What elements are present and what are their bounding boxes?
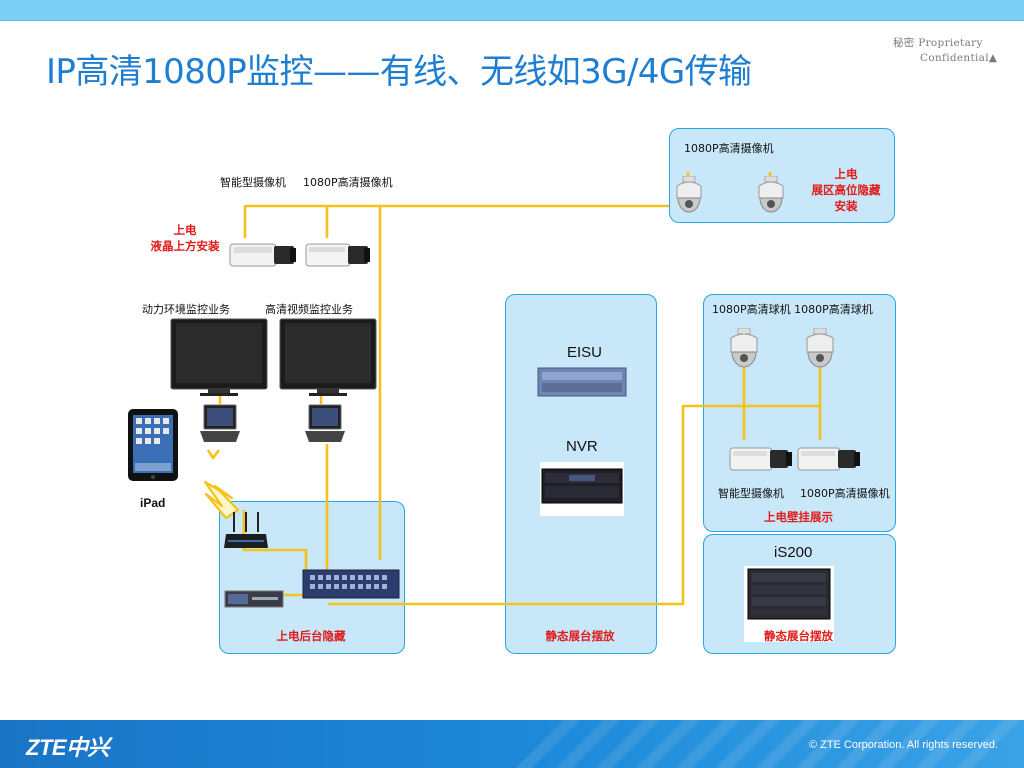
note-power-lcd: 上电 液晶上方安装 — [146, 222, 224, 254]
label-hd-camera: 1080P高清摄像机 — [303, 176, 393, 189]
note-right-static: 静态展台摆放 — [764, 629, 833, 643]
wireless-signal-icon — [203, 480, 240, 520]
box-camera-icon — [729, 447, 792, 471]
cable-camera-top — [243, 204, 669, 238]
cable-router — [242, 510, 308, 575]
eisu-device-icon — [537, 367, 627, 397]
confidentiality-line2: Confidential▲ — [920, 52, 998, 64]
label-is200: iS200 — [774, 544, 813, 561]
note-exhibit-high: 上电 展区高位隐藏 安装 — [805, 166, 887, 214]
dome-camera-icon — [730, 328, 758, 368]
note-power-lcd-line1: 上电 — [173, 223, 197, 237]
label-dome-cameras: 1080P高清球机 1080P高清球机 — [712, 303, 873, 316]
note-exhibit-high-line1: 上电 — [834, 167, 858, 181]
note-center-static: 静态展台摆放 — [545, 629, 615, 643]
label-video-monitor: 高清视频监控业务 — [265, 303, 353, 316]
label-right-hd-camera: 1080P高清摄像机 — [800, 487, 890, 500]
box-camera-icon — [305, 243, 370, 267]
copyright-text: © ZTE Corporation. All rights reserved. — [808, 739, 998, 751]
top-accent-bar — [0, 0, 1024, 21]
note-power-lcd-line2: 液晶上方安装 — [150, 239, 220, 253]
note-wall-mount: 上电壁挂展示 — [764, 510, 833, 524]
label-nvr: NVR — [566, 438, 598, 455]
box-camera-icon — [797, 447, 860, 471]
server-icon — [224, 590, 284, 608]
monitor-icon — [170, 318, 268, 396]
panel-top-right — [669, 128, 895, 223]
note-exhibit-high-line3: 安装 — [834, 199, 858, 213]
zte-logo: ZTE中兴 — [26, 735, 110, 760]
is200-device-icon — [744, 566, 834, 642]
label-env-monitor: 动力环境监控业务 — [142, 303, 230, 316]
label-eisu: EISU — [567, 344, 603, 361]
panel-top-right-title: 1080P高清摄像机 — [684, 142, 774, 155]
label-right-smart-camera: 智能型摄像机 — [718, 487, 784, 500]
dome-camera-icon — [676, 176, 702, 213]
ipad-icon — [128, 409, 178, 481]
label-smart-camera: 智能型摄像机 — [220, 176, 286, 189]
slide-title: IP高清1080P监控——有线、无线如3G/4G传输 — [46, 52, 752, 92]
dome-camera-icon — [758, 176, 784, 213]
box-camera-icon — [229, 243, 296, 267]
monitor-icon — [279, 318, 377, 396]
laptop-icon — [200, 404, 240, 442]
note-exhibit-high-line2: 展区高位隐藏 — [811, 183, 881, 197]
cable-right-zone — [328, 350, 822, 606]
confidentiality-label: 秘密 Proprietary Confidential▲ — [893, 36, 1021, 66]
label-ipad: iPad — [140, 496, 166, 510]
note-backroom: 上电后台隐藏 — [276, 629, 346, 643]
router-icon — [224, 512, 268, 548]
nvr-device-icon — [540, 462, 624, 516]
network-switch-icon — [302, 569, 400, 599]
dome-camera-icon — [806, 328, 834, 368]
laptop-icon — [305, 404, 345, 442]
panel-right-mid — [703, 294, 896, 532]
footer-bar: ZTE中兴 © ZTE Corporation. All rights rese… — [0, 720, 1024, 768]
confidentiality-line1: 秘密 Proprietary — [893, 37, 983, 49]
